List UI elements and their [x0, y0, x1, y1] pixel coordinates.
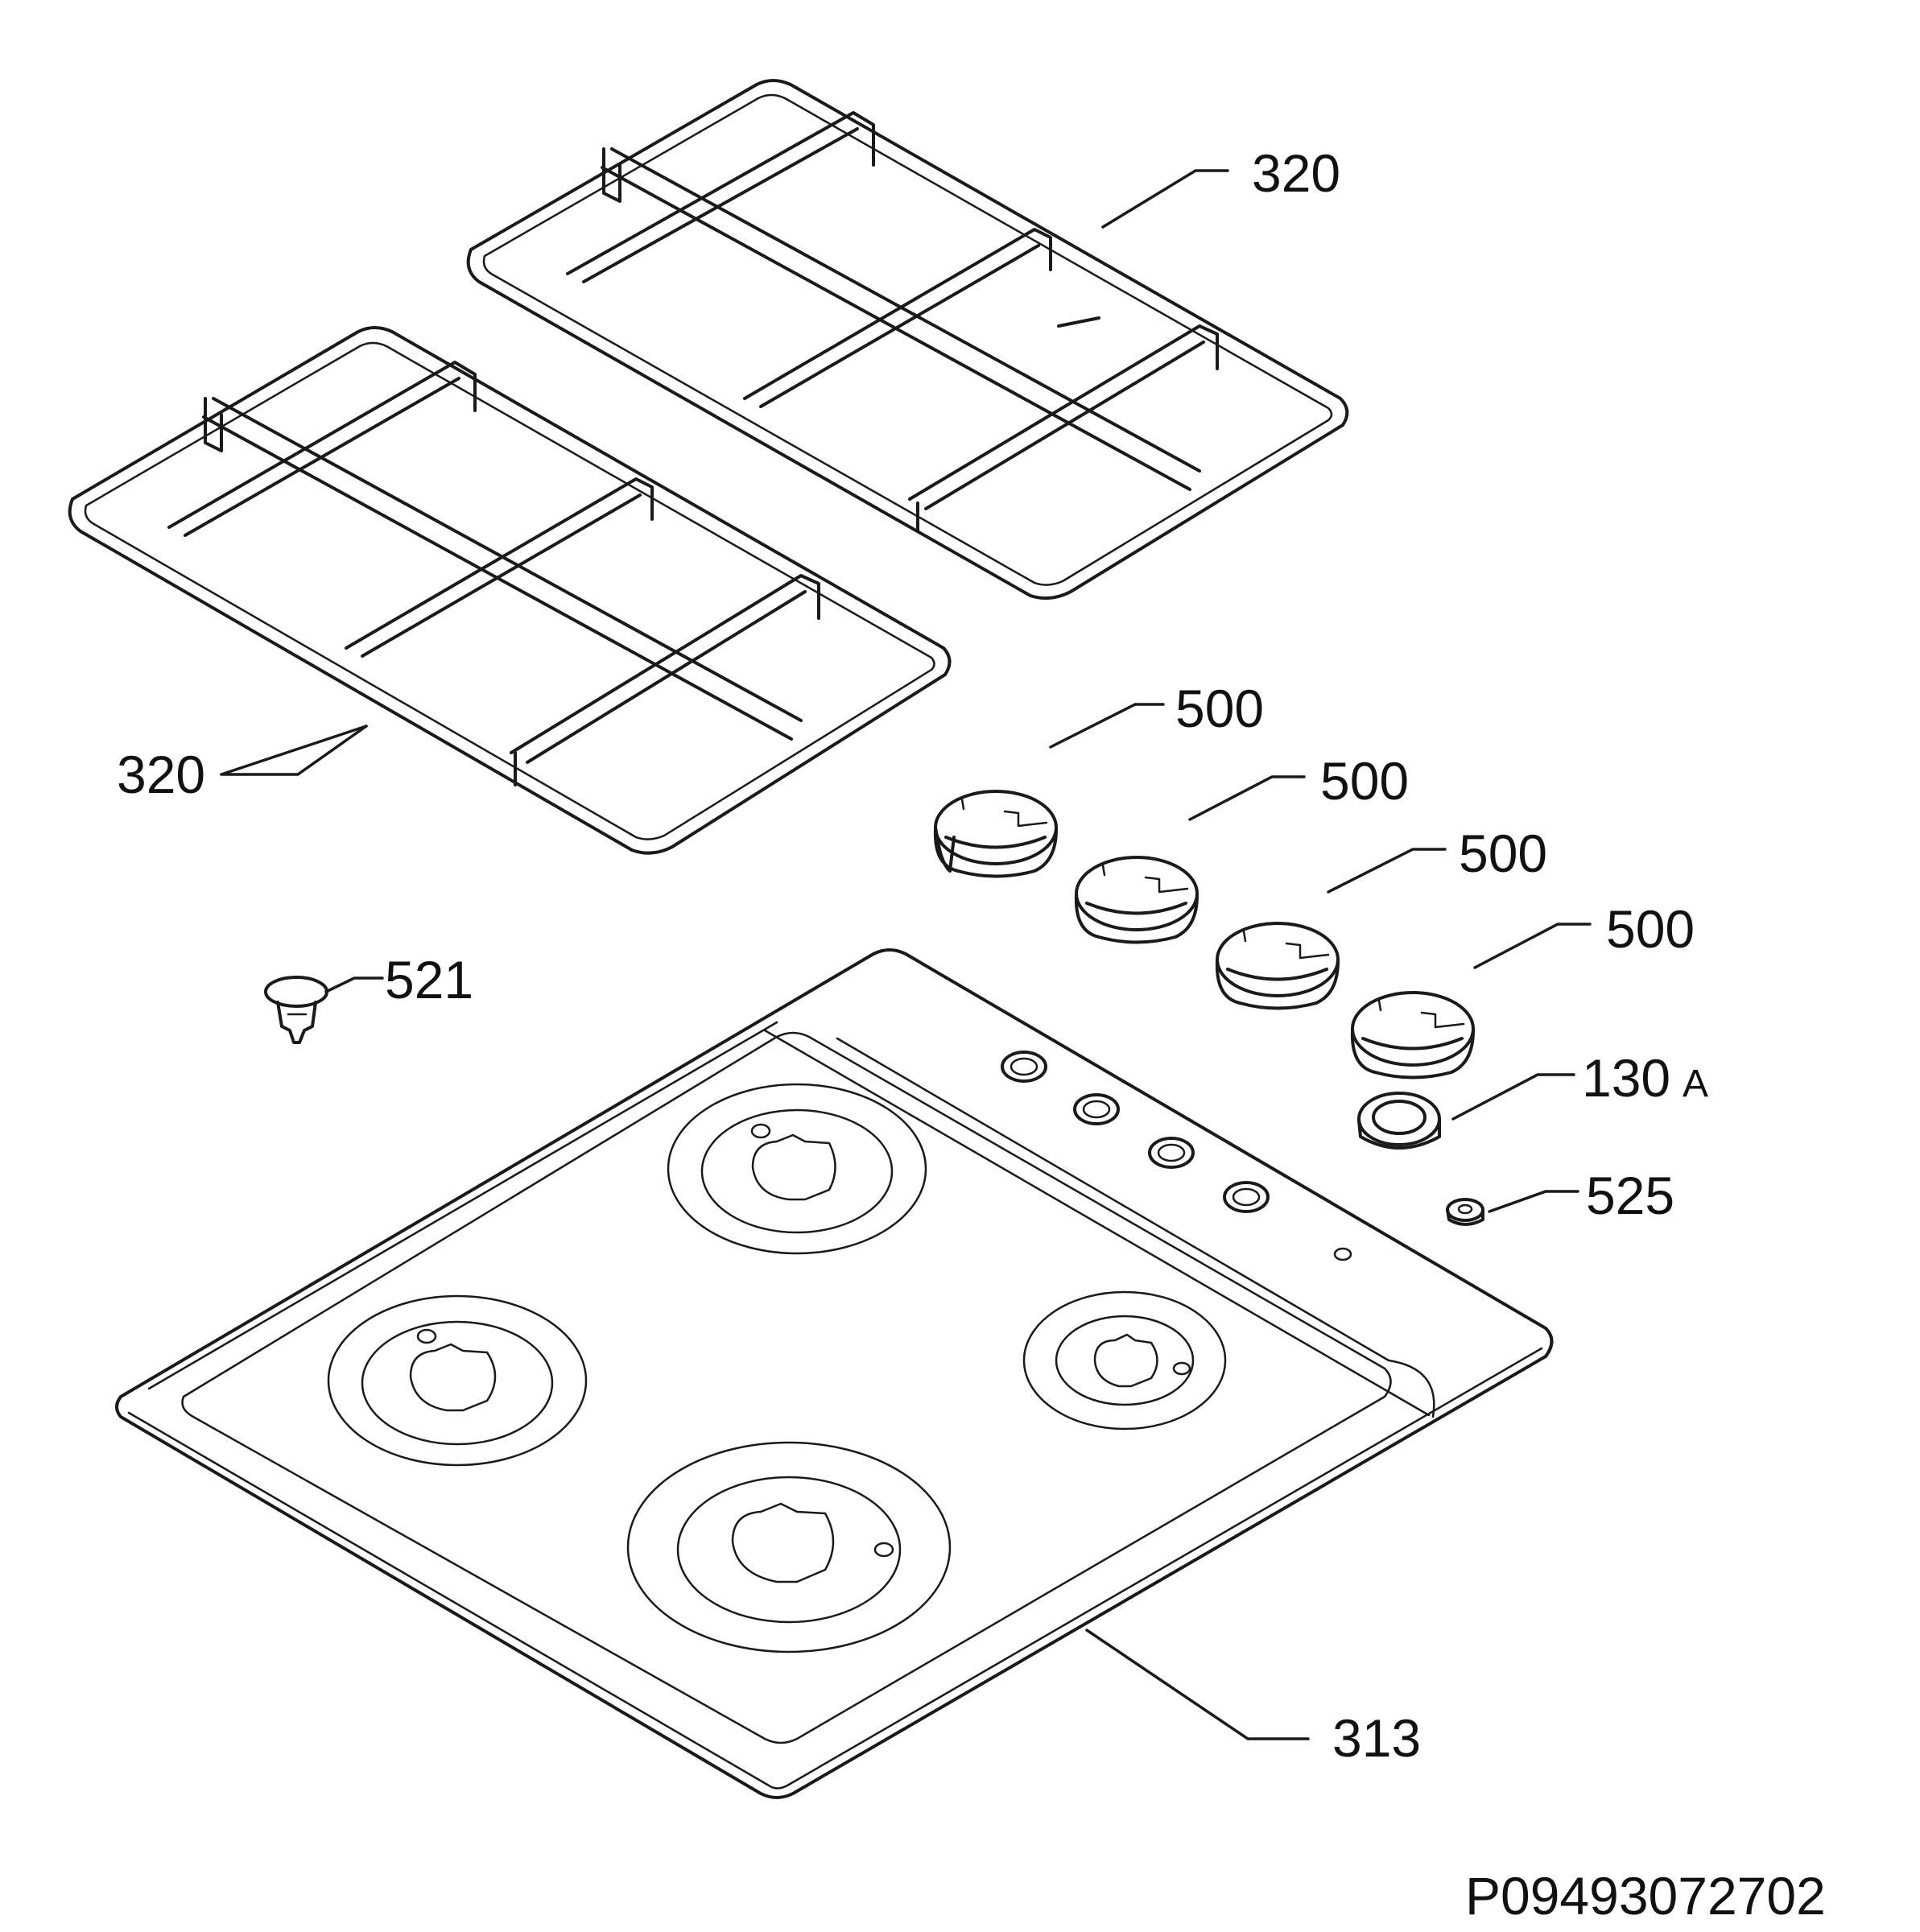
callout-knob-1: 500: [1175, 679, 1264, 738]
burner-front: [626, 1441, 952, 1653]
control-knob-3: [1215, 922, 1340, 1010]
callout-hob-top: 313: [1332, 1708, 1421, 1768]
pan-support-grid-right: [466, 79, 1349, 601]
control-knob-2: [1074, 856, 1199, 944]
burner-right: [1022, 1290, 1227, 1430]
control-knob-4: [1350, 991, 1475, 1080]
callout-clip: 521: [385, 950, 473, 1009]
callout-grommet: 525: [1586, 1166, 1674, 1225]
pan-support-grid-left: [68, 326, 952, 855]
grommet: [1446, 1198, 1484, 1226]
callouts: 320 320 500 500 500 500 521 130 A 525 31…: [117, 143, 1708, 1768]
leader-lines: [220, 169, 1592, 1740]
callout-knob-4: 500: [1606, 899, 1695, 959]
burner-left: [327, 1294, 588, 1467]
control-knob-1: [933, 790, 1058, 878]
burner-rear: [667, 1083, 927, 1255]
hob-top-plate: [115, 948, 1554, 1799]
drawing-code: P09493072702: [1465, 1866, 1826, 1926]
callout-seal-suffix: A: [1683, 1063, 1708, 1105]
callout-knob-3: 500: [1459, 824, 1547, 883]
callout-grid-right: 320: [1252, 143, 1340, 203]
callout-seal: 130: [1582, 1048, 1670, 1108]
callout-grid-left: 320: [117, 745, 205, 804]
knob-seal: [1357, 1092, 1441, 1150]
fixing-clip: [264, 976, 328, 1044]
callout-knob-2: 500: [1320, 751, 1409, 811]
